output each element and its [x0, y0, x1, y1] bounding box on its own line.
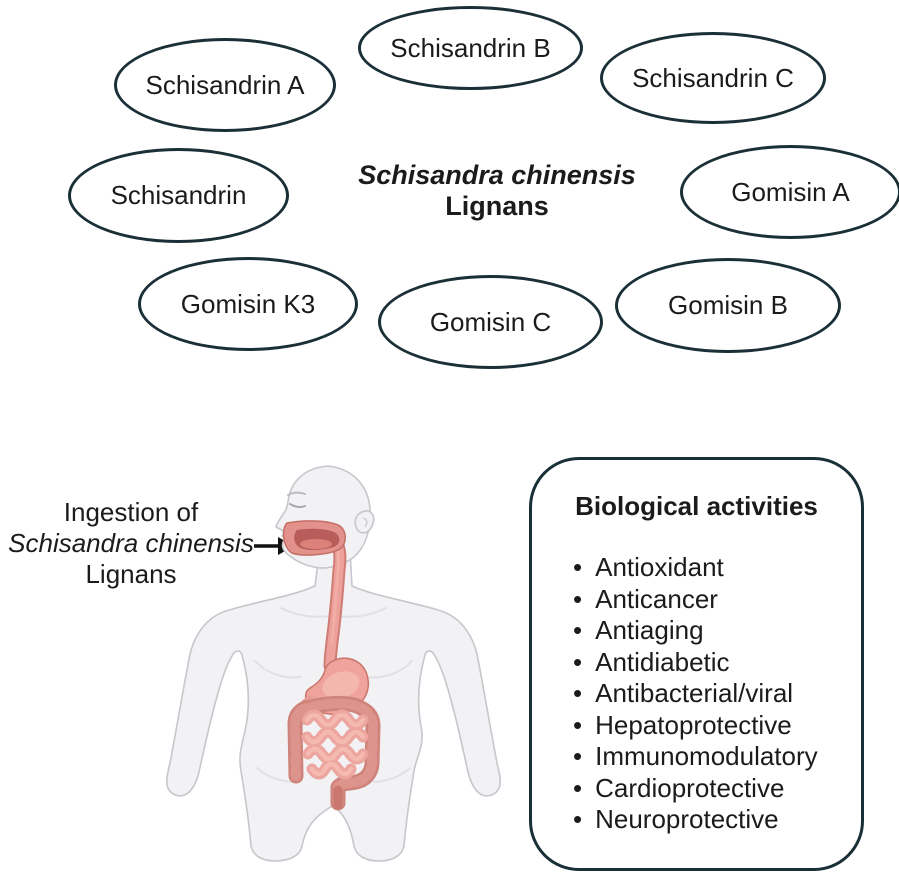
- inner-ear-line: [362, 517, 368, 528]
- biological-activities-box: Biological activities Antioxidant Antica…: [529, 457, 864, 871]
- list-item: Antibacterial/viral: [573, 678, 818, 710]
- lignan-node-schisandrin-c: Schisandrin C: [600, 32, 826, 124]
- hip-left-line: [256, 767, 294, 783]
- lignan-label: Gomisin K3: [180, 288, 316, 319]
- list-item: Cardioprotective: [573, 773, 818, 805]
- lignan-node-gomisin-c: Gomisin C: [378, 275, 603, 369]
- list-item: Hepatoprotective: [573, 710, 818, 742]
- lignan-node-gomisin-k3: Gomisin K3: [138, 257, 358, 351]
- cluster-title: Schisandra chinensis Lignans: [327, 160, 667, 222]
- ingestion-line1: Ingestion of: [63, 497, 199, 527]
- lignan-label: Gomisin B: [668, 290, 788, 320]
- eye-line: [289, 503, 306, 509]
- lignan-label: Schisandrin A: [145, 69, 305, 100]
- list-item: Immunomodulatory: [573, 741, 818, 773]
- list-item: Antiaging: [573, 615, 818, 647]
- lignan-label: Schisandrin C: [632, 62, 794, 93]
- lignan-node-schisandrin-a: Schisandrin A: [114, 38, 336, 132]
- collarbone-left-line: [280, 607, 332, 618]
- ingestion-caption: Ingestion of Schisandra chinensis Lignan…: [0, 497, 262, 590]
- chest-left-line: [254, 660, 302, 679]
- cluster-title-category: Lignans: [445, 191, 549, 221]
- ingestion-line3: Lignans: [85, 559, 177, 589]
- lignan-node-schisandrin: Schisandrin: [68, 148, 289, 243]
- human-digestive-system-illustration: [165, 465, 502, 862]
- eyebrow-line: [287, 491, 306, 496]
- ingestion-species: Schisandra chinensis: [8, 528, 254, 558]
- stomach-highlight: [322, 671, 360, 699]
- lignan-node-schisandrin-b: Schisandrin B: [358, 6, 583, 90]
- tongue: [300, 539, 332, 549]
- lignan-label: Schisandrin: [110, 180, 247, 210]
- lignan-node-gomisin-b: Gomisin B: [615, 258, 841, 353]
- chest-right-line: [365, 660, 413, 679]
- digestive-tract: [282, 520, 381, 811]
- large-intestine: [287, 695, 381, 811]
- ear: [354, 510, 375, 534]
- haustra-texture: [290, 698, 378, 808]
- list-item: Neuroprotective: [573, 804, 818, 836]
- lignan-label: Gomisin A: [731, 176, 850, 207]
- small-intestine: [301, 709, 369, 780]
- mouth: [282, 520, 346, 556]
- biological-activities-title: Biological activities: [575, 491, 818, 521]
- lignan-label: Gomisin C: [429, 306, 552, 337]
- biological-activities-list: Antioxidant Anticancer Antiaging Antidia…: [573, 552, 818, 836]
- cluster-title-species: Schisandra chinensis: [358, 160, 636, 190]
- lignan-node-gomisin-a: Gomisin A: [680, 145, 899, 239]
- lignan-label: Schisandrin B: [390, 32, 551, 63]
- hip-right-line: [373, 767, 411, 783]
- list-item: Antioxidant: [573, 552, 818, 584]
- list-item: Anticancer: [573, 584, 818, 616]
- list-item: Antidiabetic: [573, 647, 818, 679]
